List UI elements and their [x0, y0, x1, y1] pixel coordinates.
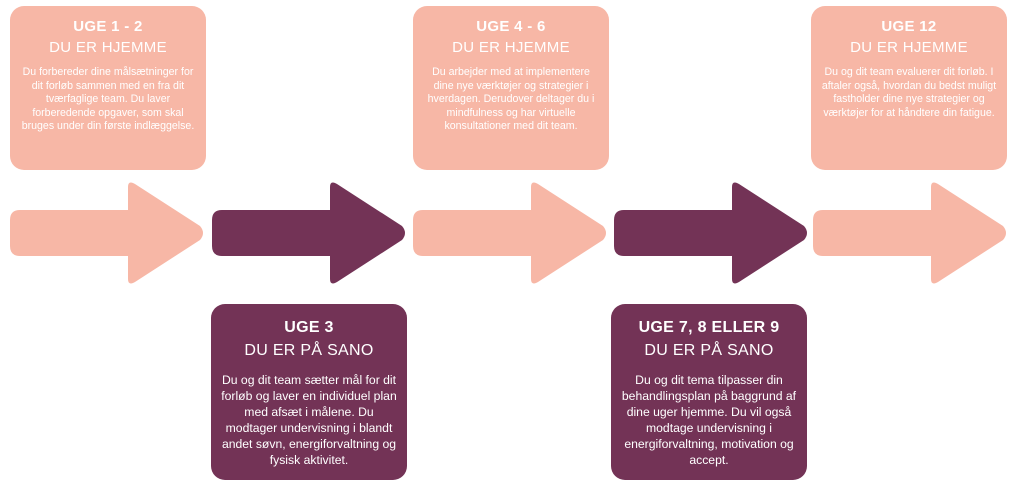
- stage-location: DU ER HJEMME: [452, 39, 570, 56]
- stage-card-3: UGE 4 - 6 DU ER HJEMME Du arbejder med a…: [413, 6, 609, 170]
- stage-location: DU ER HJEMME: [850, 39, 968, 56]
- stage-week: UGE 3: [284, 319, 334, 336]
- stage-description: Du og dit team evaluerer dit forløb. I a…: [821, 66, 997, 119]
- stage-week: UGE 7, 8 ELLER 9: [638, 319, 780, 336]
- stage-location: DU ER PÅ SANO: [644, 342, 774, 359]
- arrow-stage-2: [212, 182, 405, 284]
- stage-week: UGE 1 - 2: [73, 18, 143, 35]
- stage-week: UGE 12: [881, 18, 937, 35]
- stage-card-5: UGE 12 DU ER HJEMME Du og dit team evalu…: [811, 6, 1007, 170]
- stage-description: Du og dit tema tilpasser din behandlings…: [621, 373, 797, 467]
- arrow-stage-1: [10, 182, 203, 284]
- stage-description: Du forbereder dine målsætninger for dit …: [21, 66, 195, 133]
- stage-location: DU ER PÅ SANO: [244, 342, 374, 359]
- stage-card-2: UGE 3 DU ER PÅ SANO Du og dit team sætte…: [211, 304, 407, 480]
- stage-location: DU ER HJEMME: [49, 39, 167, 56]
- stage-week: UGE 4 - 6: [476, 18, 546, 35]
- arrow-stage-4: [614, 182, 807, 284]
- arrow-stage-5: [813, 182, 1006, 284]
- stage-card-1: UGE 1 - 2 DU ER HJEMME Du forbereder din…: [10, 6, 206, 170]
- stage-description: Du arbejder med at implementere dine nye…: [427, 66, 595, 133]
- stage-card-4: UGE 7, 8 ELLER 9 DU ER PÅ SANO Du og dit…: [611, 304, 807, 480]
- stage-description: Du og dit team sætter mål for dit forløb…: [221, 373, 397, 467]
- arrow-stage-3: [413, 182, 606, 284]
